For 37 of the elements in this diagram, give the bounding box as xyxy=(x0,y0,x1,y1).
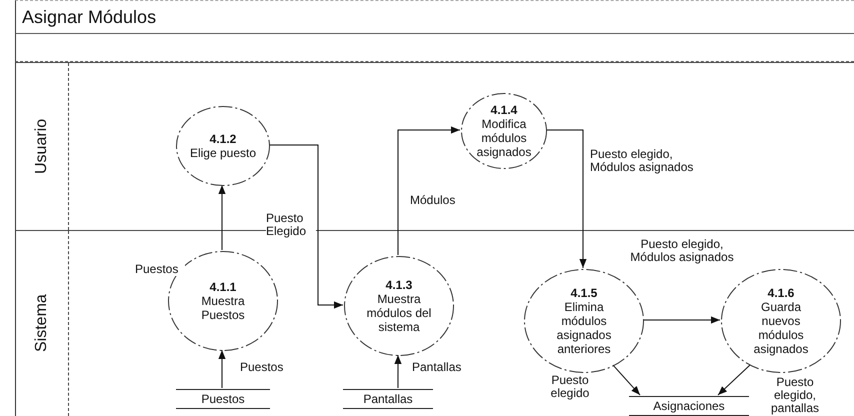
process-number: 4.1.4 xyxy=(490,103,518,117)
process-number: 4.1.6 xyxy=(768,286,794,300)
data-store xyxy=(176,389,270,409)
process-name: Guarda nuevos módulos asignados xyxy=(752,300,810,356)
process-number: 4.1.3 xyxy=(386,278,412,292)
process-name: Elimina módulos asignados anteriores xyxy=(556,300,612,356)
lane-label: Sistema xyxy=(16,231,69,416)
arrow xyxy=(394,354,402,388)
arrow xyxy=(218,184,226,250)
store-name: Pantallas xyxy=(363,392,413,406)
process-bubble xyxy=(461,93,547,169)
diagram-title: Asignar Módulos xyxy=(22,6,156,28)
process-number: 4.1.1 xyxy=(210,280,236,294)
process-name: Muestra módulos del sistema xyxy=(366,292,432,334)
arrow xyxy=(218,350,226,388)
lane-label: Usuario xyxy=(16,63,69,230)
process-bubble xyxy=(524,269,644,373)
arrow xyxy=(546,130,587,268)
data-store xyxy=(629,396,749,416)
store-name: Asignaciones xyxy=(653,399,725,413)
arrow xyxy=(398,126,460,256)
data-store xyxy=(343,389,433,409)
arrow xyxy=(642,316,720,324)
process-name: Elige puesto xyxy=(190,146,256,160)
process-name: Modifica módulos asignados xyxy=(476,117,532,159)
arrow xyxy=(612,364,640,396)
store-name: Puestos xyxy=(201,392,245,406)
arrow xyxy=(718,364,750,396)
process-bubble xyxy=(176,106,270,186)
process-name: Muestra Puestos xyxy=(200,294,246,322)
arrow xyxy=(268,144,344,309)
edge-label: Puesto Elegido xyxy=(266,212,316,238)
process-number: 4.1.2 xyxy=(210,132,236,146)
process-bubble xyxy=(721,269,841,373)
edge-label: Puestos xyxy=(135,263,185,276)
process-number: 4.1.5 xyxy=(570,286,598,300)
process-bubble xyxy=(344,256,454,356)
